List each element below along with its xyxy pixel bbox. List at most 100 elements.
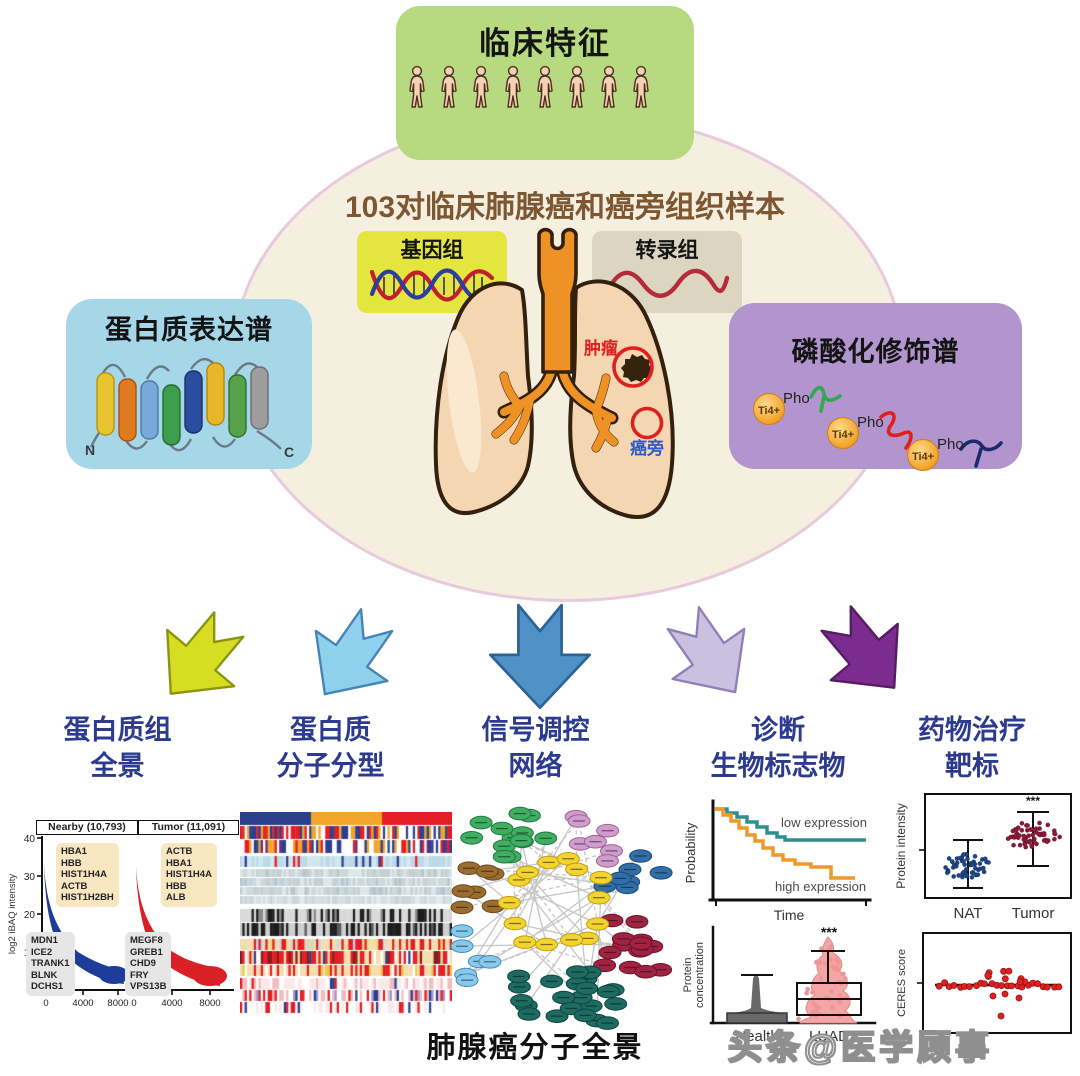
right-lung [568, 279, 675, 520]
person-icon [409, 65, 425, 108]
svg-text:4000: 4000 [161, 998, 182, 1009]
section-label-subtype: 蛋白质分子分型 [276, 715, 385, 782]
nearby-header: Nearby (10,793) [36, 820, 138, 835]
tumor-swarm [1005, 820, 1063, 850]
transcriptome-box: 转录组 [592, 231, 742, 313]
luad-violin-dots [796, 944, 849, 1022]
violin-ylabel-2: concentration [694, 942, 706, 1008]
transcriptome-label: 转录组 [635, 239, 699, 262]
section-label-biomarker: 诊断生物标志物 [710, 715, 846, 782]
ti-bead: Ti4+ [906, 439, 939, 471]
violin-plot: *** Protein concentration Health LUAD [683, 924, 877, 1045]
survival-xlabel: Time [774, 907, 805, 923]
person-icon [505, 65, 521, 108]
ceres-ylabel: CERES score [896, 949, 908, 1017]
ceres-score-plot: CERES score [896, 932, 1072, 1034]
nat-label: NAT [954, 905, 983, 922]
low-expression-curve [715, 807, 866, 842]
health-label: Health [735, 1028, 778, 1045]
genome-box: 基因组 [357, 231, 507, 313]
bronchi [492, 364, 618, 452]
svg-text:30: 30 [24, 872, 36, 883]
svg-text:Ti4+: Ti4+ [911, 451, 933, 463]
study-title: 103对临床肺腺癌和癌旁组织样本 [344, 191, 786, 224]
trachea [537, 227, 578, 374]
patient-cohort-icons [409, 65, 649, 108]
luad-label: LUAD [809, 1028, 849, 1045]
peptide-green [808, 385, 842, 413]
pho-label: Pho [937, 436, 964, 453]
tumor-label: Tumor [1012, 905, 1055, 922]
adjacent-label: 癌旁 [630, 438, 664, 458]
low-expression-label: low expression [781, 815, 867, 830]
tumor-mass [621, 354, 653, 382]
svg-text:Ti4+: Ti4+ [831, 429, 853, 441]
survival-plot: low expression high expression Probabili… [683, 799, 872, 923]
phosphorylation-title: 磷酸化修饰谱 [791, 337, 960, 367]
peptide-navy [958, 439, 1003, 468]
tumor-label: 肿瘤 [584, 338, 618, 358]
tumor-header: Tumor (11,091) [138, 820, 239, 835]
svg-text:Ti4+: Ti4+ [757, 405, 779, 417]
violin-significance: *** [821, 924, 838, 940]
watermark: 头条@医学顾事 [727, 1028, 994, 1068]
svg-text:0: 0 [131, 998, 136, 1009]
figure-bottom-title: 肺腺癌分子全景 [426, 1032, 644, 1064]
ceres-dots [935, 967, 1063, 1020]
ti-bead: Ti4+ [826, 417, 859, 449]
person-icon [601, 65, 617, 108]
survival-ylabel: Probability [683, 822, 698, 883]
clinical-features-title: 临床特征 [479, 26, 611, 61]
proteome-ylabel: log2 iBAQ intensity [7, 874, 18, 955]
svg-text:8000: 8000 [107, 998, 128, 1009]
person-icon [473, 65, 489, 108]
adjacent-circle [630, 406, 664, 440]
protein-intensity-plot: *** Protein intensity NAT Tumor [894, 793, 1072, 922]
svg-text:20: 20 [24, 910, 36, 921]
down-arrow-subtype-icon [314, 608, 394, 696]
svg-text:0: 0 [43, 998, 48, 1009]
down-arrow-network-icon [488, 603, 592, 710]
c-terminus-label: C [284, 444, 294, 460]
intensity-ylabel: Protein intensity [894, 803, 908, 888]
svg-text:4000: 4000 [72, 998, 93, 1009]
tumor-circle [612, 346, 654, 388]
nat-swarm [943, 851, 991, 880]
person-icon [537, 65, 553, 108]
genome-label: 基因组 [400, 239, 464, 262]
protein-expression-box: 蛋白质表达谱 N C [66, 299, 312, 469]
down-arrow-drug-icon [820, 605, 899, 689]
phospho-peptides-icon: Ti4+ Pho Ti4+ Pho Ti4+ Pho [752, 385, 1003, 471]
protein-structure-icon: N C [85, 357, 294, 460]
section-label-drug: 药物治疗靶标 [918, 715, 1026, 782]
svg-text:40: 40 [24, 834, 36, 845]
pho-label: Pho [857, 414, 884, 431]
person-icon [633, 65, 649, 108]
subtype-heatmap [240, 812, 452, 1018]
phosphorylation-box: 磷酸化修饰谱 Ti4+ Pho Ti4+ Pho Ti4+ Pho [729, 303, 1022, 471]
proteome-landscape-panel: 40 30 20 10 0 0 4000 8000 0 4000 8000 lo… [6, 812, 239, 1027]
rna-wave-icon [604, 268, 730, 298]
person-icon [441, 65, 457, 108]
high-expression-label: high expression [775, 879, 866, 894]
lung-highlight [446, 329, 482, 473]
pho-label: Pho [783, 390, 810, 407]
ti-bead: Ti4+ [752, 393, 785, 425]
down-arrow-proteome-icon [166, 611, 245, 695]
violin-ylabel-1: Protein [683, 958, 694, 993]
section-label-proteome: 蛋白质组全景 [63, 715, 172, 782]
down-arrow-biomarker-icon [666, 606, 746, 694]
lung-illustration: 肿瘤 癌旁 [433, 227, 675, 520]
peptide-red [878, 411, 913, 450]
person-icon [569, 65, 585, 108]
health-violin [727, 975, 787, 1023]
clinical-features-box: 临床特征 [396, 6, 694, 160]
svg-text:8000: 8000 [199, 998, 220, 1009]
protein-expression-title: 蛋白质表达谱 [105, 315, 273, 345]
n-terminus-label: N [85, 442, 95, 458]
